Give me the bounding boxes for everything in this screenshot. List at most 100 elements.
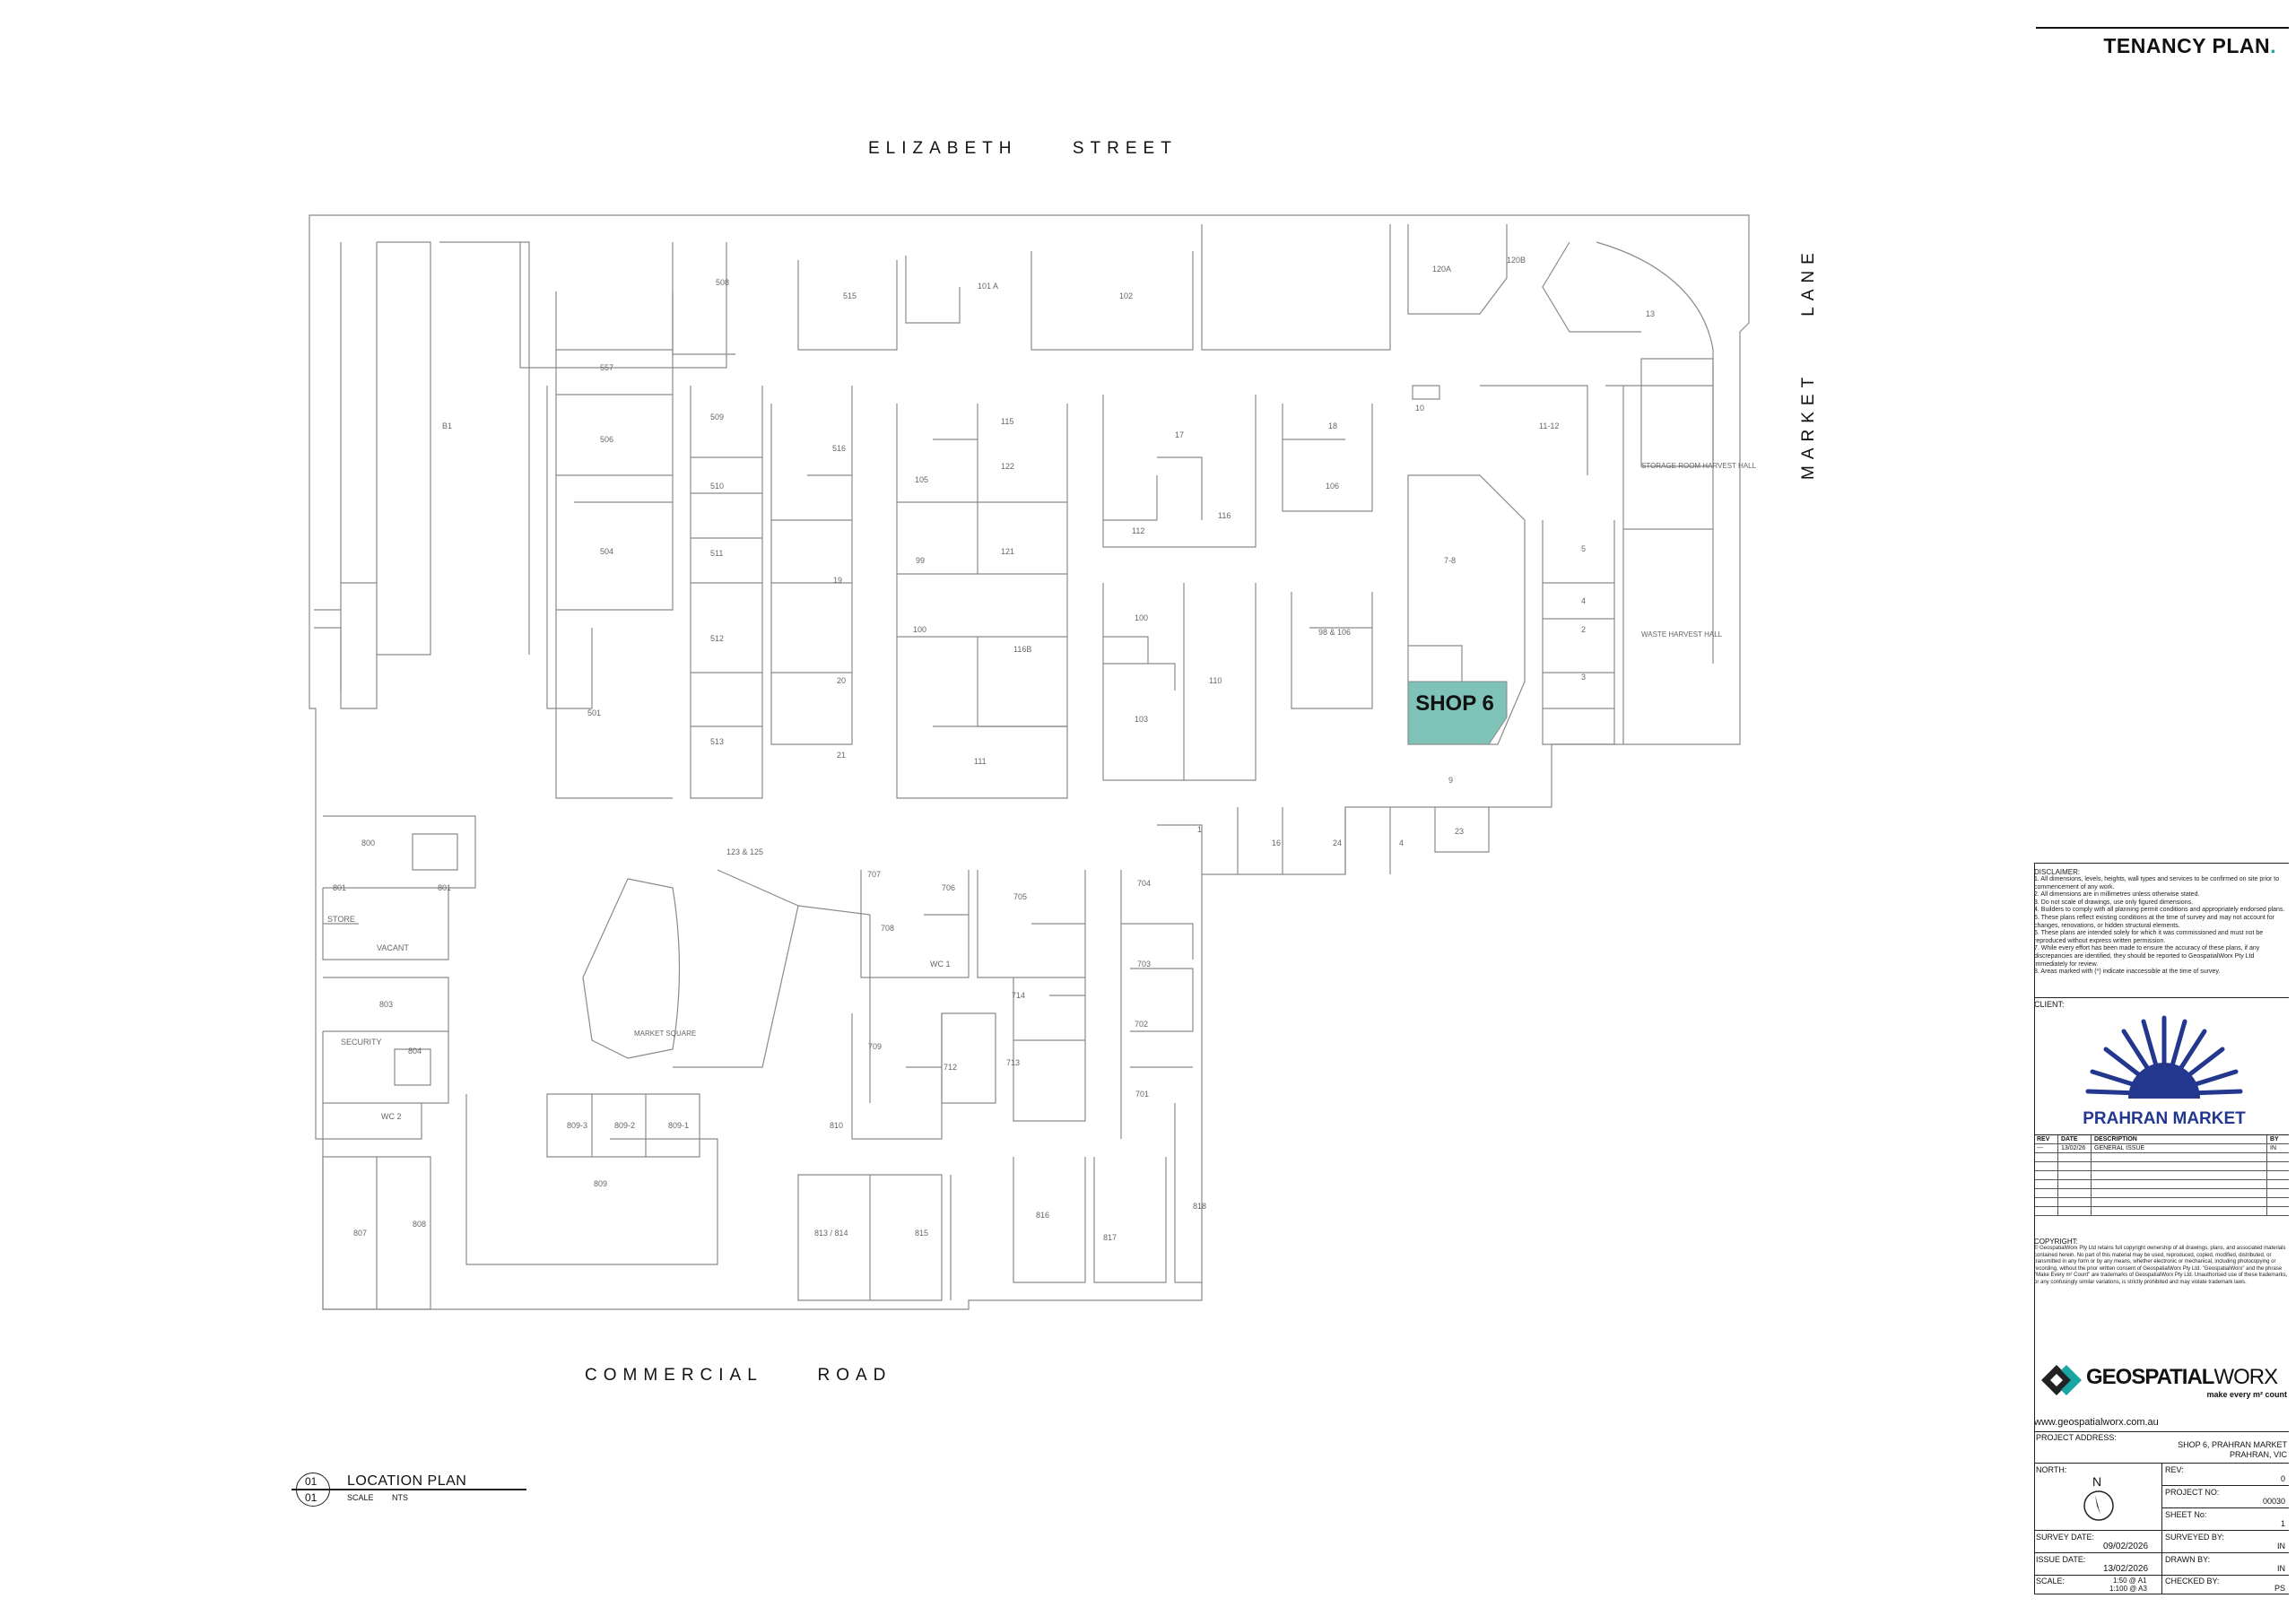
unit-label: 803 [379,1000,393,1009]
company-name-rest: WORX [2213,1365,2278,1389]
unit-label: 13 [1646,309,1655,318]
unit-label: 508 [716,278,729,287]
street-label-south: COMMERCIAL ROAD [585,1366,892,1385]
unit-label: 4 [1581,596,1586,605]
unit-label: 807 [353,1229,367,1238]
client-label: CLIENT: [2034,1000,2065,1009]
unit-label: 2 [1581,625,1586,634]
unit-label: 513 [710,737,724,746]
disclaimer-item: 1. All dimensions, levels, heights, wall… [2034,876,2280,891]
client-name: PRAHRAN MARKET [2083,1109,2246,1128]
unit-label: STORE [327,915,355,924]
unit-label: 101 A [978,282,998,291]
rev-header-description: DESCRIPTION [2091,1135,2267,1144]
company-name-bold: GEOSPATIAL [2086,1365,2214,1389]
unit-label: VACANT [377,943,409,952]
location-plan-scale-label: SCALE [347,1493,374,1502]
unit-label: 557 [600,363,613,372]
unit-label: 804 [408,1047,422,1056]
disclaimer-item: 4. Builders to comply with all planning … [2034,907,2285,914]
unit-label: 122 [1001,462,1014,471]
disclaimer-heading: DISCLAIMER: [2034,868,2081,876]
shop-6-highlight[interactable]: SHOP 6 [1407,681,1508,745]
disclaimer-item: 7. While every effort has been made to e… [2034,945,2260,968]
unit-label: 709 [868,1042,882,1051]
table-row: --- 13/02/26 GENERAL ISSUE IN [2034,1143,2289,1153]
unit-label: 99 [916,556,925,565]
client-logo: PRAHRAN MARKET [2079,1009,2249,1130]
copyright-heading: COPYRIGHT: [2034,1238,2078,1246]
unit-label: SECURITY [341,1038,382,1047]
unit-label: WASTE HARVEST HALL [1641,630,1723,639]
unit-label: B1 [442,421,452,430]
unit-label: 809-1 [668,1121,689,1130]
north-letter: N [2092,1474,2102,1489]
project-address-line2: PRAHRAN, VIC [2229,1450,2287,1459]
company-website[interactable]: www.geospatialworx.com.au [2034,1417,2159,1428]
unit-label: 701 [1135,1090,1149,1099]
disclaimer-item: 2. All dimensions are in millimetres unl… [2034,891,2200,899]
page-title: TENANCY PLAN. [2103,34,2276,58]
table-row [2034,1179,2289,1189]
unit-label: 116B [1013,645,1031,654]
unit-label: 100 [913,625,926,634]
rev-cell: --- [2034,1143,2058,1153]
unit-label: 3 [1581,673,1586,682]
checked-by-value: PS [2274,1584,2285,1593]
project-address-line1: SHOP 6, PRAHRAN MARKET [2178,1440,2287,1449]
unit-label: 705 [1013,892,1027,901]
unit-label: 713 [1006,1058,1020,1067]
unit-label: 501 [587,708,601,717]
unit-label: 706 [942,883,955,892]
location-plan-title: LOCATION PLAN [347,1473,467,1489]
unit-label: 511 [710,549,723,558]
shop-6-label: SHOP 6 [1415,691,1494,716]
project-no-label: PROJECT NO: [2165,1488,2220,1497]
unit-label: 801 [333,883,346,892]
unit-label: 123 & 125 [726,847,763,856]
survey-date-label: SURVEY DATE: [2036,1533,2095,1542]
unit-label: 7-8 [1444,556,1456,565]
table-row [2034,1206,2289,1216]
unit-label: 5 [1581,544,1586,553]
unit-label: 510 [710,482,724,491]
unit-label: 810 [830,1121,843,1130]
shop-6-area[interactable] [1407,681,1508,745]
scale-value-1: 1:50 @ A1 [2113,1577,2147,1585]
unit-label: 712 [944,1063,957,1072]
unit-label: 106 [1326,482,1339,491]
unit-label: 121 [1001,547,1014,556]
sheet-label: SHEET No: [2165,1510,2207,1519]
company-name: GEOSPATIALWORX [2086,1365,2278,1390]
unit-label: WC 2 [381,1112,402,1121]
unit-label: 800 [361,838,375,847]
unit-label: 100 [1135,613,1148,622]
table-row [2034,1188,2289,1198]
unit-label: 98 & 106 [1318,628,1351,637]
revisions-header-row: REV DATE DESCRIPTION BY [2034,1135,2289,1144]
unit-label: 102 [1119,291,1133,300]
unit-label: 105 [915,475,928,484]
unit-label: 24 [1333,838,1342,847]
geospatialworx-logo-icon [2041,1365,2082,1395]
unit-label: 9 [1448,776,1453,785]
drawn-by-value: IN [2277,1564,2285,1573]
unit-label: 1 [1197,825,1202,834]
header-rule [2036,27,2289,29]
unit-label: 707 [867,870,881,879]
checked-by-label: CHECKED BY: [2165,1577,2220,1586]
copyright-section: COPYRIGHT: © GeospatialWorx Pty Ltd reta… [2034,1238,2289,1286]
unit-label: 509 [710,413,724,421]
rev-header-by: BY [2266,1135,2289,1144]
disclaimer-item: 6. These plans are intended solely for w… [2034,930,2264,944]
unit-label: 111 [974,757,987,766]
unit-label: 708 [881,924,894,933]
location-plan-num-top: 01 [305,1475,317,1488]
table-row [2034,1197,2289,1207]
unit-label: 103 [1135,715,1148,724]
location-plan-scale-value: NTS [392,1493,408,1502]
unit-label: 10 [1415,404,1424,413]
street-label-north: ELIZABETH STREET [868,139,1178,158]
unit-label: 714 [1012,991,1025,1000]
unit-label: MARKET SQUARE [634,1030,696,1038]
